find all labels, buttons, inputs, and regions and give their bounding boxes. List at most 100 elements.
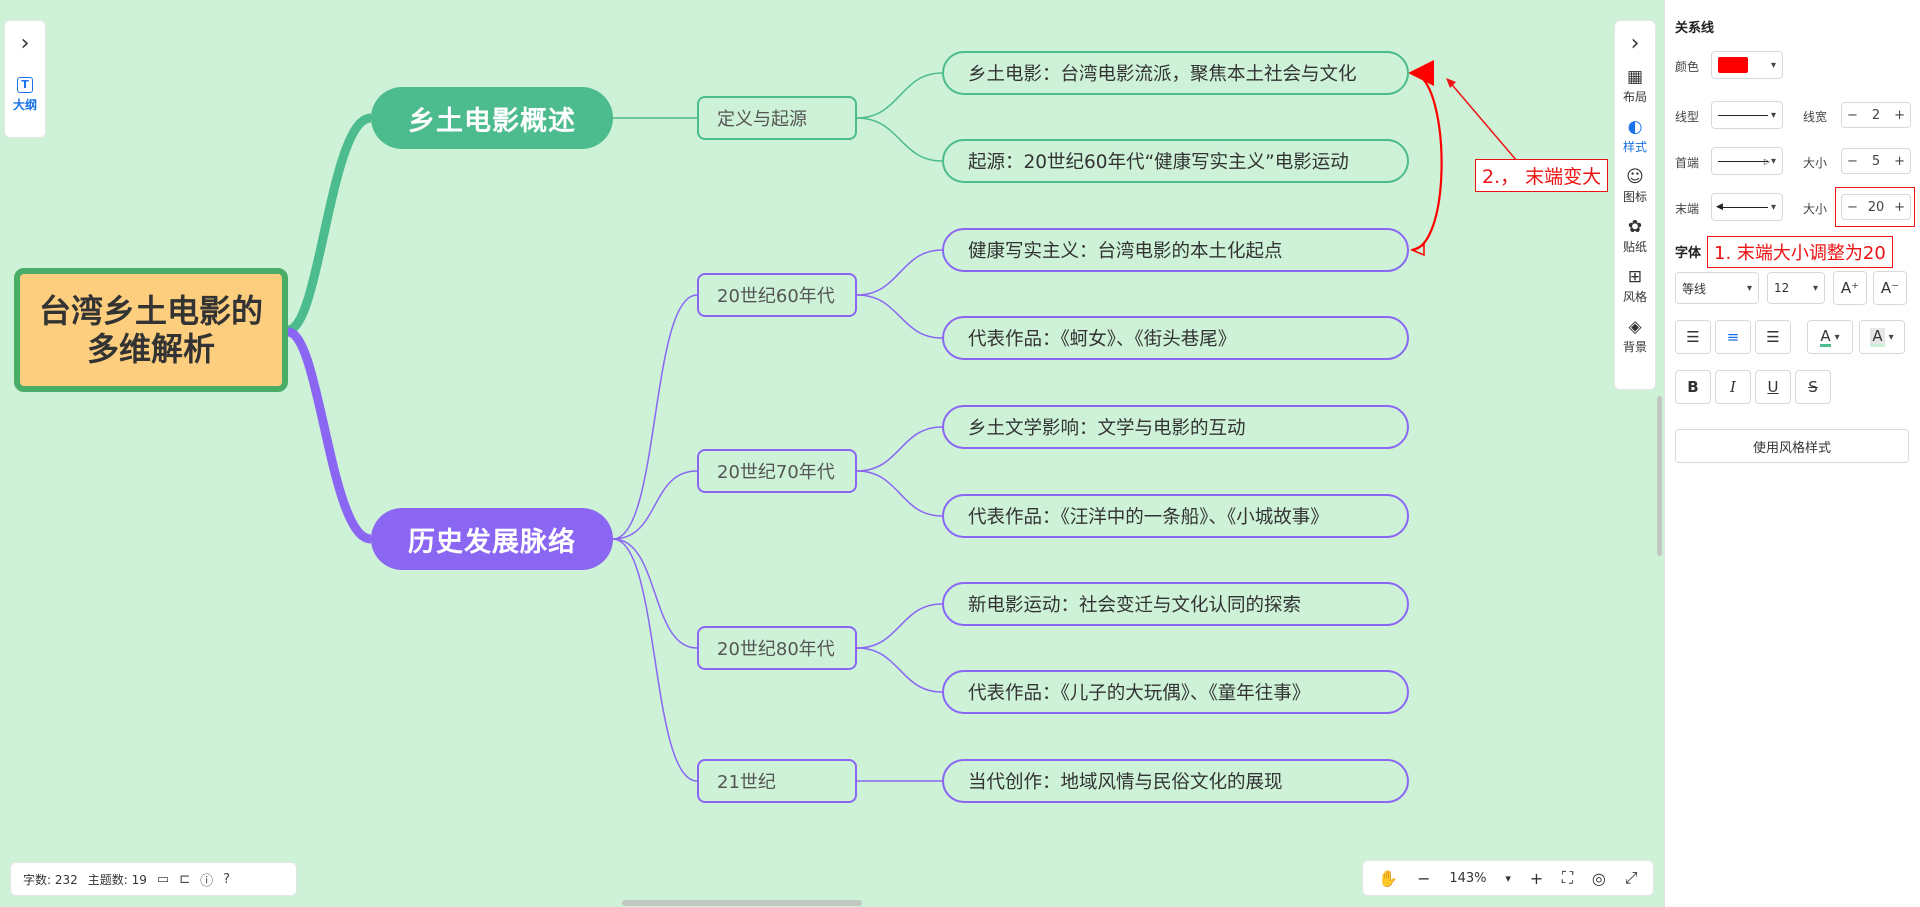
line-width-stepper[interactable]: −2+ [1841,102,1911,128]
align-left-icon: ☰ [1686,328,1700,346]
minus-icon[interactable]: − [1847,107,1858,123]
bold-button[interactable]: B [1675,370,1711,404]
info-icon[interactable]: ⓘ [200,873,214,889]
underline-icon: U [1767,378,1779,396]
chevron-down-icon: ▾ [1812,282,1818,294]
tool-layout[interactable]: ▦布局 [1622,67,1647,104]
annotation-end-grows: 2.， 末端变大 [1475,159,1609,192]
line-sample [1718,114,1768,116]
horizontal-scrollbar[interactable] [622,900,862,906]
tool-background[interactable]: ◈背景 [1622,317,1647,354]
relation-line [1411,75,1443,252]
chevron-down-icon: ▾ [1770,155,1776,167]
italic-button[interactable]: I [1715,370,1751,404]
panel-title: 关系线 [1675,21,1715,36]
help-icon[interactable]: ? [223,871,231,887]
font-color-button[interactable]: A▾ [1807,320,1853,354]
zoom-out-icon[interactable]: − [1417,868,1431,888]
color-select[interactable]: ▾ [1711,51,1783,79]
topic-count: 主题数: 19 [87,872,147,887]
subtopic-definition[interactable]: 定义与起源 [697,96,857,140]
plus-icon[interactable]: + [1894,107,1905,123]
leaf-topic[interactable]: 乡土电影：台湾电影流派，聚焦本土社会与文化 [942,51,1409,95]
grid-icon: ⊞ [1627,267,1643,287]
left-panel-tab: › T 大纲 [4,20,46,138]
start-arrow-select[interactable]: ▷ ▾ [1711,147,1783,175]
chevron-down-icon: ▾ [1770,201,1776,213]
branch-overview[interactable]: 乡土电影概述 [371,87,613,149]
zoom-bar: ✋ − 143% ▾ + ⛶ ◎ ⤢ [1362,860,1654,896]
chevron-down-icon[interactable]: ▾ [1505,871,1511,885]
leaf-topic[interactable]: 当代创作：地域风情与民俗文化的展现 [942,759,1409,803]
root-topic[interactable]: 台湾乡土电影的多维解析 [14,268,288,392]
end-arrow-select[interactable]: ◀ ▾ [1711,193,1783,221]
annotation-end-size: 1. 末端大小调整为20 [1707,236,1893,268]
subtopic-21st-century[interactable]: 21世纪 [697,759,857,803]
layout-toggle-icon[interactable]: ⊏ [179,871,191,887]
zoom-in-icon[interactable]: + [1529,868,1544,888]
fullscreen-icon[interactable]: ⤢ [1624,868,1638,887]
use-style-button[interactable]: 使用风格样式 [1675,429,1909,463]
tool-style[interactable]: ◐样式 [1622,117,1647,154]
leaf-topic[interactable]: 代表作品：《儿子的大玩偶》、《童年往事》 [942,670,1409,714]
chevron-down-icon: ▾ [1888,331,1894,343]
align-left-button[interactable]: ☰ [1675,320,1711,354]
fit-screen-icon[interactable]: ⛶ [1561,868,1574,887]
bold-icon: B [1687,378,1699,396]
plus-icon[interactable]: + [1894,199,1905,215]
highlight-color-button[interactable]: A▾ [1859,320,1905,354]
tool-theme[interactable]: ⊞风格 [1622,267,1647,304]
hand-icon[interactable]: ✋ [1378,868,1399,888]
leaf-topic[interactable]: 代表作品：《蚵女》、《街头巷尾》 [942,316,1409,360]
align-center-button[interactable]: ≡ [1715,320,1751,354]
layout-icon: ▦ [1626,67,1644,87]
connector-lines [286,60,1541,782]
locate-icon[interactable]: ◎ [1591,868,1606,888]
font-shrink-button[interactable]: A⁻ [1873,271,1907,305]
tool-icon[interactable]: ☺图标 [1622,167,1647,204]
underline-button[interactable]: U [1755,370,1791,404]
root-branch-link-2 [286,327,373,544]
subtopic-1980s[interactable]: 20世纪80年代 [697,626,857,670]
line-type-select[interactable]: ▾ [1711,101,1783,129]
mindmap-canvas[interactable]: 台湾乡土电影的多维解析 乡土电影概述 历史发展脉络 定义与起源 20世纪60年代… [0,0,1664,907]
start-size-stepper[interactable]: −5+ [1841,148,1911,174]
line-sample: ▷ [1718,157,1770,166]
font-family-select[interactable]: 等线▾ [1675,272,1759,304]
font-grow-button[interactable]: A⁺ [1833,271,1867,305]
font-size-select[interactable]: 12▾ [1767,272,1825,304]
tool-sticker[interactable]: ✿贴纸 [1622,217,1647,254]
subtopic-1960s[interactable]: 20世纪60年代 [697,273,857,317]
align-right-button[interactable]: ☰ [1755,320,1791,354]
chevron-right-icon[interactable]: › [1630,31,1640,56]
right-toolbar: › ▦布局 ◐样式 ☺图标 ✿贴纸 ⊞风格 ◈背景 [1614,20,1656,390]
strikethrough-button[interactable]: S [1795,370,1831,404]
chevron-down-icon: ▾ [1834,331,1840,343]
end-size-stepper[interactable]: −20+ [1841,194,1911,220]
status-bar: 字数: 232 主题数: 19 ▭ ⊏ ⓘ ? [10,862,297,896]
root-branch-link-1 [286,113,373,335]
leaf-topic[interactable]: 代表作品：《汪洋中的一条船》、《小城故事》 [942,494,1409,538]
outline-icon: T [16,77,33,93]
line-sample: ◀ [1716,202,1768,212]
zoom-level[interactable]: 143% [1449,870,1487,886]
outline-button[interactable]: T 大纲 [12,77,37,112]
minus-icon[interactable]: − [1847,153,1858,169]
leaf-topic[interactable]: 健康写实主义：台湾电影的本土化起点 [942,228,1409,272]
italic-icon: I [1730,378,1736,396]
palette-icon: ◐ [1627,117,1643,137]
relation-line-end-arrow [1408,60,1434,86]
chevron-down-icon: ▾ [1770,59,1776,71]
align-center-icon: ≡ [1726,328,1740,346]
leaf-topic[interactable]: 起源：20世纪60年代“健康写实主义”电影运动 [942,139,1409,183]
strikethrough-icon: S [1808,378,1818,396]
vertical-scrollbar[interactable] [1657,396,1662,556]
keyboard-icon[interactable]: ▭ [156,871,170,887]
subtopic-1970s[interactable]: 20世纪70年代 [697,449,857,493]
plus-icon[interactable]: + [1894,153,1905,169]
leaf-topic[interactable]: 新电影运动：社会变迁与文化认同的探索 [942,582,1409,626]
minus-icon[interactable]: − [1847,199,1858,215]
branch-history[interactable]: 历史发展脉络 [371,508,613,570]
chevron-right-icon[interactable]: › [20,31,30,56]
leaf-topic[interactable]: 乡土文学影响：文学与电影的互动 [942,405,1409,449]
